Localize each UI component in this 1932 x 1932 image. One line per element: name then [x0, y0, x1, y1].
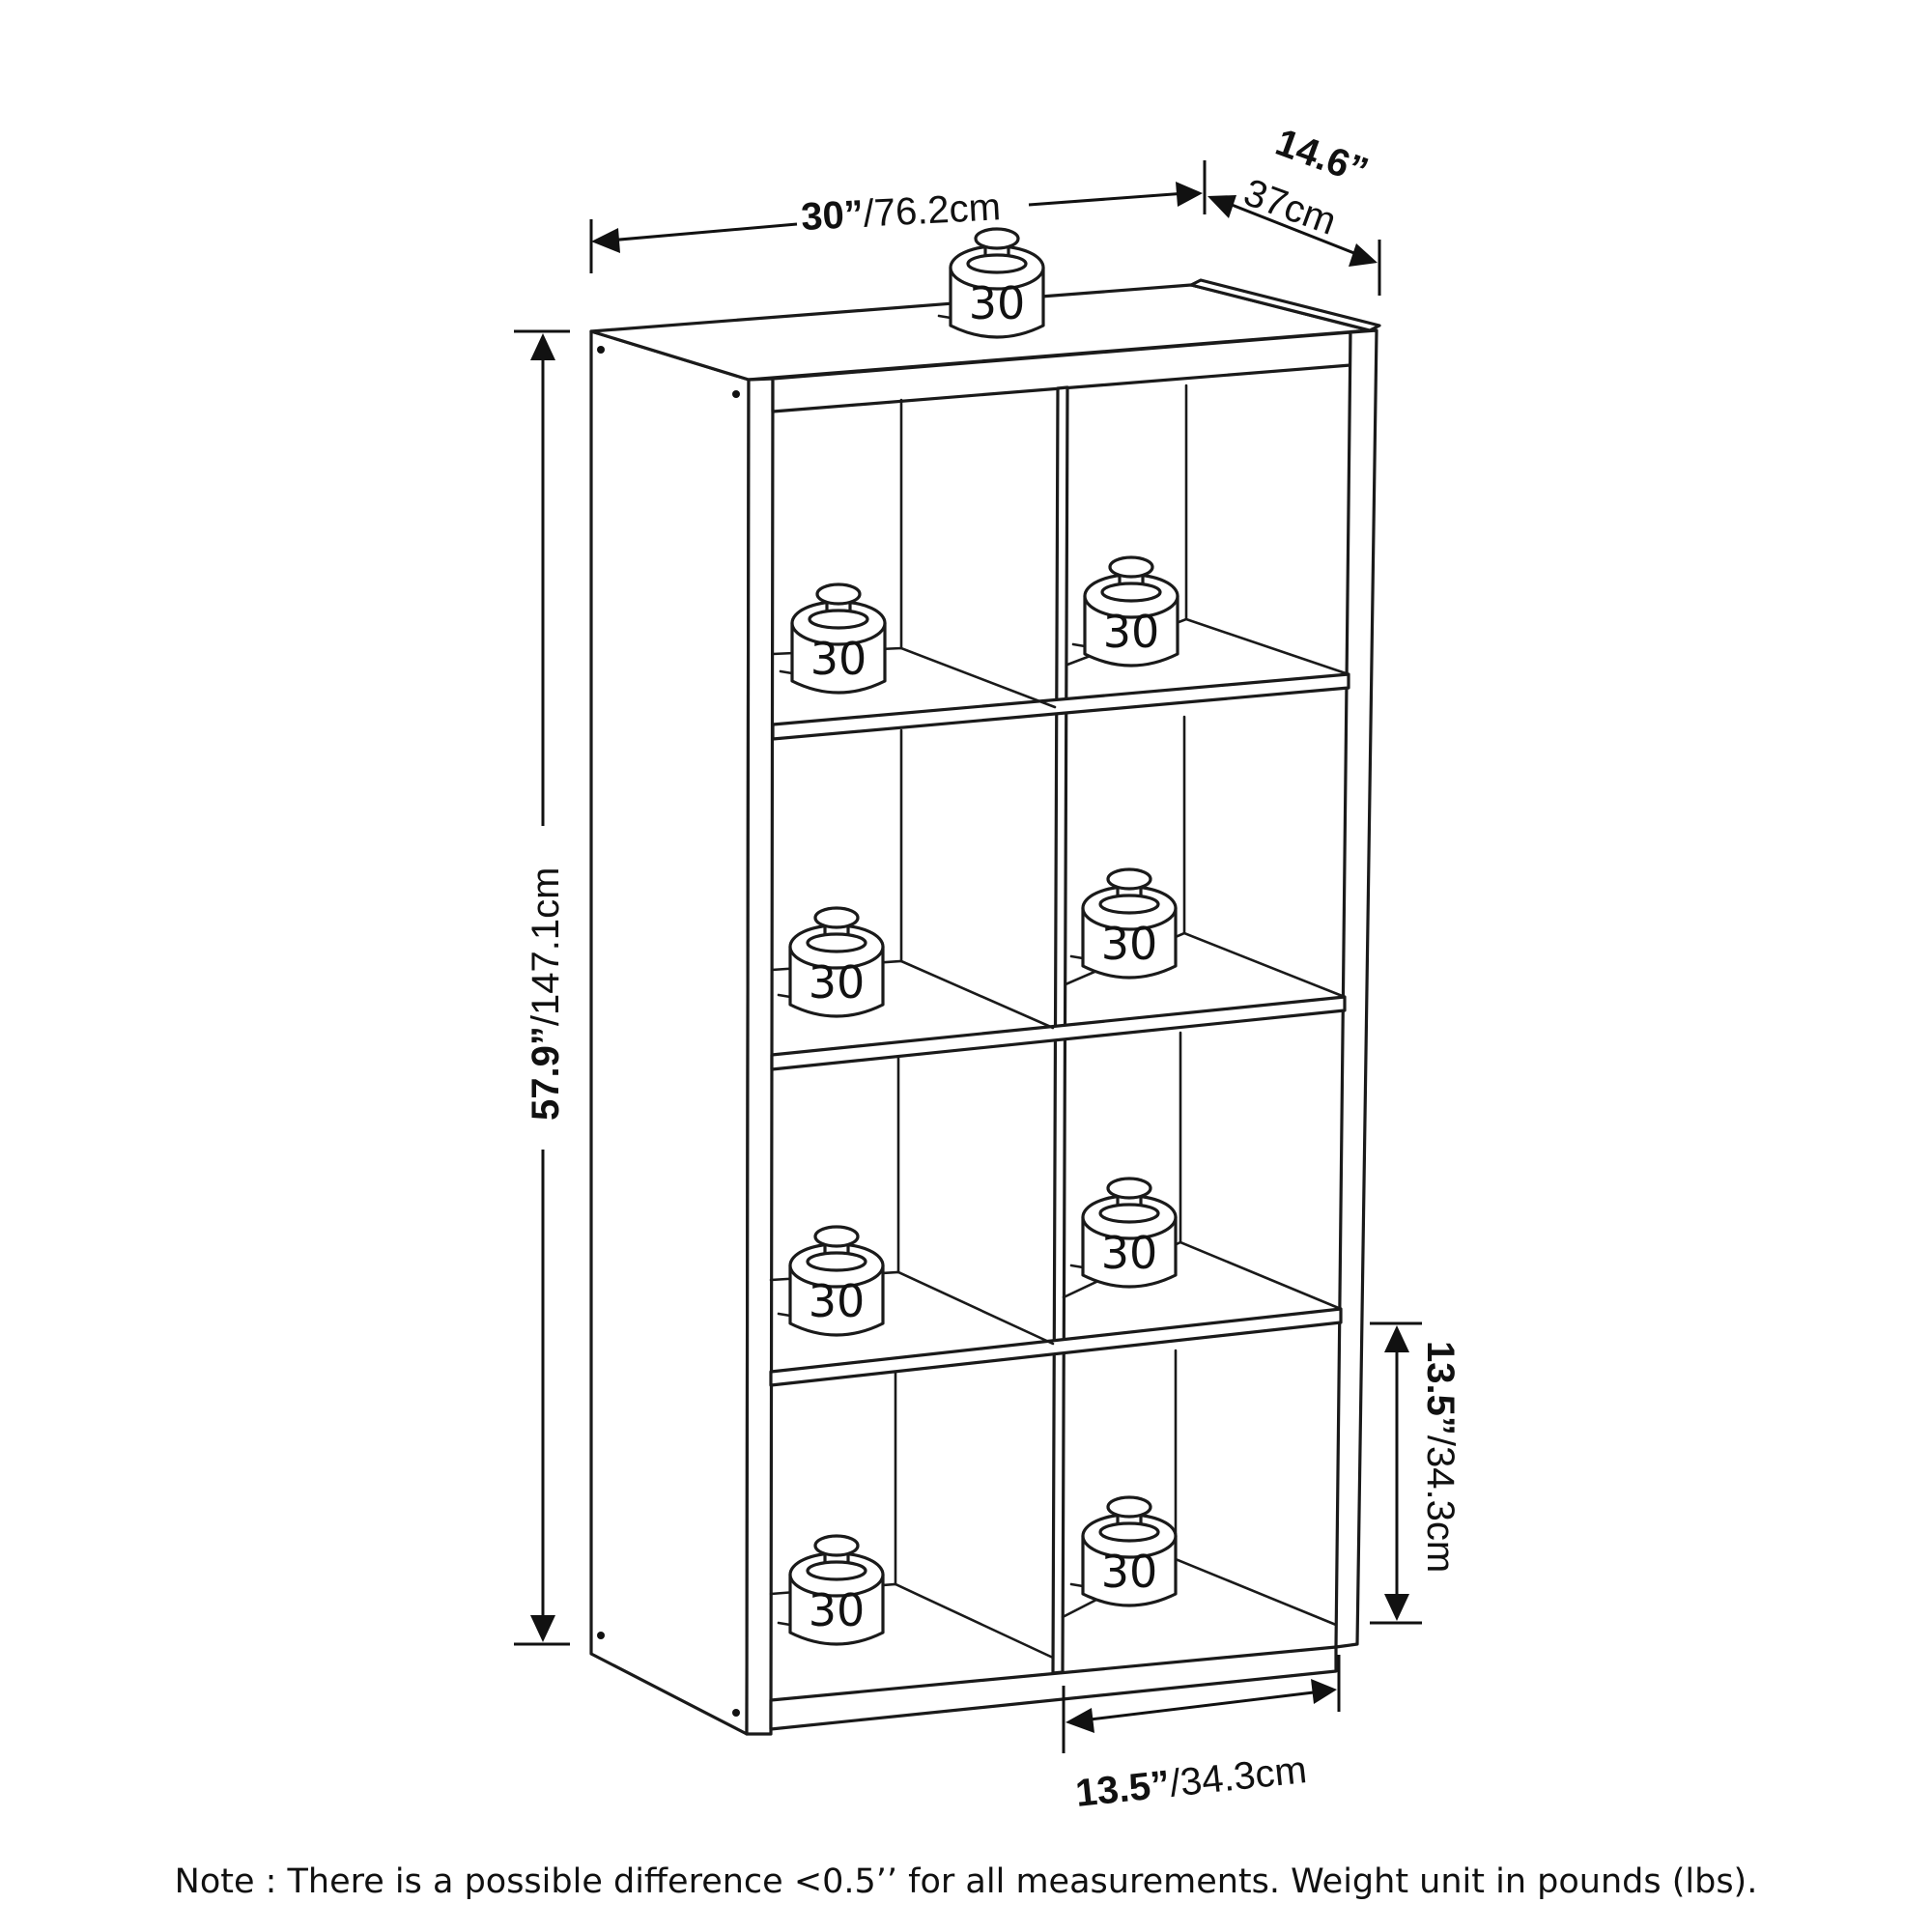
svg-text:30: 30	[809, 956, 866, 1009]
cube-height-dimension: 13.5”/34.3cm	[1370, 1321, 1462, 1625]
right-upright	[1334, 328, 1378, 1649]
weight-6: 30	[1069, 1177, 1178, 1289]
shelf-1	[771, 617, 1350, 741]
top-back-edge	[1189, 278, 1381, 332]
svg-text:30: 30	[1101, 918, 1158, 970]
width-imperial-label: 30”	[800, 193, 865, 239]
front-bottom-rail	[769, 1645, 1338, 1731]
width-metric-label: /76.2cm	[863, 185, 1002, 235]
svg-text:13.5”/34.3cm: 13.5”/34.3cm	[1073, 1748, 1308, 1815]
height-imperial-label: 57.9”	[525, 1026, 567, 1121]
cube-width-imperial-label: 13.5”	[1073, 1763, 1172, 1815]
height-metric-label: /147.1cm	[525, 867, 567, 1027]
weight-7: 30	[777, 1534, 885, 1646]
svg-text:30: 30	[1103, 606, 1160, 658]
weight-top: 30	[937, 227, 1045, 339]
cube-height-metric-label: /34.3cm	[1419, 1435, 1462, 1573]
cube-width-metric-label: /34.3cm	[1168, 1748, 1309, 1805]
cube-height-imperial-label: 13.5”	[1419, 1341, 1462, 1435]
weight-8: 30	[1069, 1495, 1178, 1607]
depth-dimension: 14.6” 37cm	[1208, 121, 1381, 296]
svg-text:13.5”/34.3cm: 13.5”/34.3cm	[1419, 1341, 1462, 1573]
weight-4: 30	[1069, 867, 1178, 980]
width-dimension: 30”/76.2cm	[589, 160, 1207, 273]
weight-3: 30	[777, 906, 885, 1018]
depth-metric-label: 37cm	[1238, 171, 1342, 243]
svg-text:30”/76.2cm: 30”/76.2cm	[800, 185, 1002, 239]
svg-text:57.9”/147.1cm: 57.9”/147.1cm	[525, 867, 567, 1121]
svg-text:30: 30	[809, 1275, 866, 1327]
weight-5: 30	[777, 1225, 885, 1337]
weight-top-label: 30	[969, 277, 1026, 329]
weight-2: 30	[1071, 555, 1179, 668]
svg-text:30: 30	[1101, 1546, 1158, 1598]
left-side-panel	[589, 329, 751, 1736]
measurement-note: Note : There is a possible difference <0…	[174, 1862, 1758, 1901]
height-dimension: 57.9”/147.1cm	[514, 329, 570, 1646]
svg-text:30: 30	[809, 1584, 866, 1636]
svg-text:30: 30	[1101, 1227, 1158, 1279]
bookcase	[589, 278, 1381, 1736]
svg-text:30: 30	[810, 633, 867, 685]
weight-1: 30	[779, 582, 887, 695]
front-left-upright	[745, 377, 775, 1736]
